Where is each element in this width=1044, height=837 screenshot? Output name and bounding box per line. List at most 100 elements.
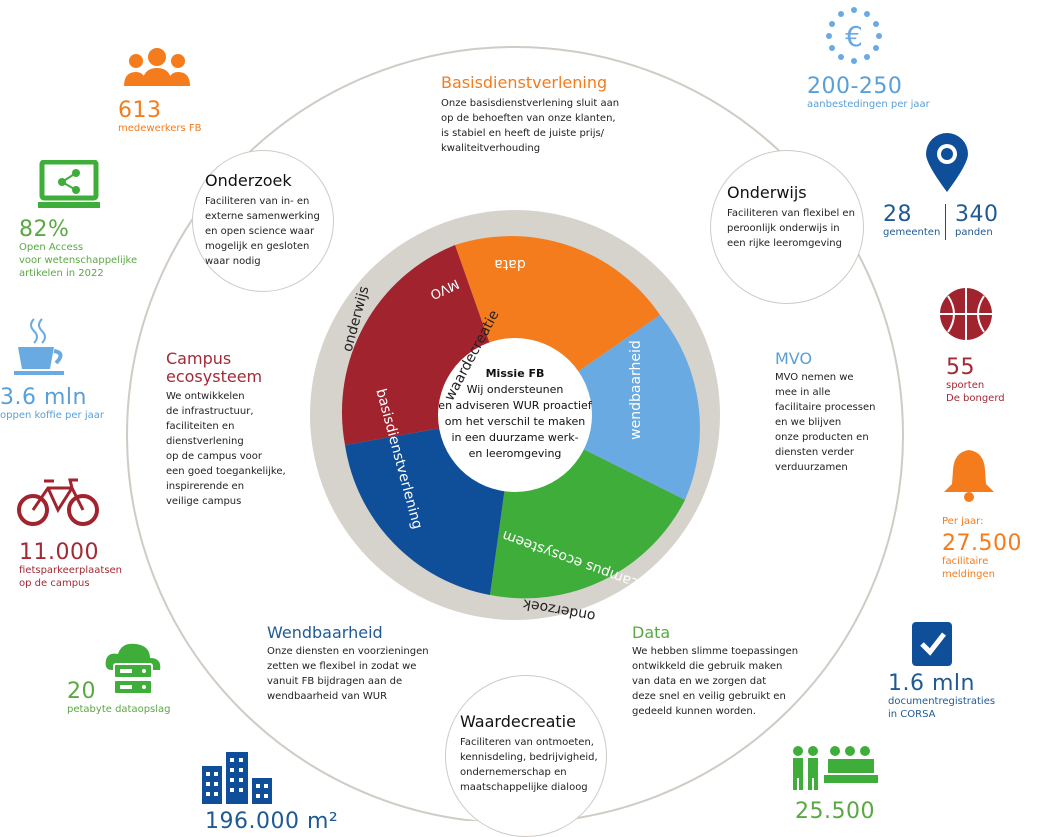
text-line: veilige campus — [166, 495, 242, 507]
wendbaarheid-title: Wendbaarheid — [267, 623, 383, 642]
text-line: en we blijven — [775, 417, 842, 429]
mission-line: in een duurzame werk- — [451, 430, 579, 444]
text-line: een rijke leeromgeving — [727, 238, 842, 249]
text-line: facilitaire processen — [775, 402, 876, 414]
documents-label: in CORSA — [888, 709, 936, 721]
text-line: diensten verder — [775, 447, 855, 459]
section-campus: Campus ecosysteem We ontwikkelen de infr… — [166, 349, 286, 509]
text-line: de infrastructuur, — [166, 405, 254, 417]
stat-documents: 1.6 mln documentregistraties in CORSA — [888, 672, 995, 721]
mission-title: Missie FB — [485, 367, 545, 380]
text-line: waar nodig — [205, 256, 261, 267]
text-line: Onze diensten en voorzieningen — [267, 646, 429, 658]
people-value: 25.500 — [795, 799, 875, 824]
text-line: deze snel en veilig gebruikt en — [632, 691, 786, 703]
onderzoek-body: Faciliteren van in- en externe samenwerk… — [205, 194, 333, 269]
text-line: Onze basisdienstverlening sluit aan — [441, 98, 620, 110]
stat-sports: 55 sporten De bongerd — [946, 356, 1005, 405]
premises-value: 340 — [955, 202, 999, 227]
text-line: ondernemerschap en — [460, 767, 567, 778]
text-line: inspirerende en — [166, 480, 245, 492]
campus-title-1: Campus — [166, 349, 232, 368]
basketball-icon — [940, 288, 992, 340]
section-data: Data We hebben slimme toepassingen ontwi… — [632, 623, 798, 719]
mvo-title: MVO — [775, 349, 813, 368]
coffee-cup-icon — [14, 318, 64, 375]
text-line: We hebben slimme toepassingen — [632, 646, 799, 658]
bicycle-icon — [17, 478, 99, 526]
bell-icon — [944, 450, 994, 502]
stat-data-storage: 20 petabyte dataopslag — [67, 680, 171, 716]
text-line: We ontwikkelen — [166, 390, 245, 402]
municipalities-value: 28 — [883, 202, 912, 227]
bike-label: op de campus — [19, 578, 90, 590]
stat-buildings: 196.000 m² — [205, 810, 338, 833]
text-line: Faciliteren van in- en — [205, 196, 310, 207]
section-wendbaarheid: Wendbaarheid Onze diensten en voorzienin… — [267, 623, 429, 704]
reports-value: 27.500 — [942, 531, 1022, 556]
open-access-label: artikelen in 2022 — [19, 268, 104, 280]
data-storage-label: petabyte dataopslag — [67, 704, 171, 716]
text-line: maatschappelijke dialoog — [460, 782, 588, 793]
bike-value: 11.000 — [19, 540, 99, 565]
text-line: een goed toegankelijke, — [166, 465, 286, 477]
stat-bike: 11.000 fietsparkeerplaatsen op de campus — [19, 541, 122, 590]
cloud-server-icon — [105, 643, 161, 695]
onderzoek-title: Onderzoek — [205, 171, 292, 190]
text-line: faciliteiten en — [166, 420, 235, 432]
section-mvo: MVO MVO nemen we mee in alle facilitaire… — [775, 349, 875, 475]
text-line: gedeeld kunnen worden. — [632, 706, 756, 718]
text-line: is stabiel en heeft de juiste prijs/ — [441, 128, 605, 140]
text-line: van data en we zorgen dat — [632, 676, 767, 688]
section-basis: Basisdienstverlening Onze basisdienstver… — [441, 73, 619, 156]
text-line: zetten we flexibel in zodat we — [267, 661, 417, 673]
mission-line: en adviseren WUR proactief — [438, 398, 592, 412]
data-body: We hebben slimme toepassingen ontwikkeld… — [632, 644, 798, 719]
data-title: Data — [632, 623, 671, 642]
coffee-label: oppen koffie per jaar — [0, 410, 104, 422]
text-line: op de behoeften van onze klanten, — [441, 113, 616, 125]
mission-text: Missie FB Wij ondersteunen en adviseren … — [435, 366, 595, 462]
basis-body: Onze basisdienstverlening sluit aan op d… — [441, 96, 619, 156]
bubble-onderzoek: Onderzoek Faciliteren van in- en externe… — [192, 150, 334, 292]
waardecreatie-body: Faciliteren van ontmoeten, kennisdeling,… — [460, 735, 606, 795]
sports-label: sporten — [946, 380, 985, 392]
text-line: MVO nemen we — [775, 372, 854, 384]
onderwijs-body: Faciliteren van flexibel en peroonlijk o… — [727, 206, 863, 251]
open-access-value: 82% — [19, 217, 70, 242]
audience-icon — [793, 746, 878, 790]
mvo-body: MVO nemen we mee in alle facilitaire pro… — [775, 370, 875, 475]
basis-title: Basisdienstverlening — [441, 73, 608, 92]
text-line: verduurzamen — [775, 462, 848, 474]
segment-wendbaarheid — [515, 315, 700, 500]
stat-coffee: 3.6 mln oppen koffie per jaar — [0, 386, 104, 422]
mission-wheel: data wendbaarheid campus ecosysteem basi… — [310, 210, 720, 624]
tenders-label: aanbestedingen per jaar — [807, 99, 930, 111]
stat-open-access: 82% Open Access voor wetenschappelijke a… — [19, 218, 137, 280]
text-line: peroonlijk onderwijs in — [727, 223, 840, 234]
text-line: wendbaarheid van WUR — [267, 691, 388, 703]
laptop-share-icon — [38, 160, 100, 208]
campus-body: We ontwikkelen de infrastructuur, facili… — [166, 389, 286, 509]
mission-center — [438, 338, 592, 492]
coffee-value: 3.6 mln — [0, 385, 87, 410]
seg-label-wendbaarheid: wendbaarheid — [628, 340, 644, 440]
campus-title-2: ecosysteem — [166, 367, 263, 387]
document-check-icon — [912, 622, 952, 666]
staff-value: 613 — [118, 98, 162, 123]
text-line: onze producten en — [775, 432, 869, 444]
people-icon — [124, 48, 190, 86]
text-line: op de campus voor — [166, 450, 263, 462]
data-storage-value: 20 — [67, 679, 96, 704]
stat-premises: 340 panden — [955, 203, 999, 239]
text-line: ontwikkeld die gebruik maken — [632, 661, 783, 673]
stat-people: 25.500 — [795, 800, 875, 823]
buildings-icon — [202, 752, 272, 804]
waardecreatie-title: Waardecreatie — [460, 712, 576, 731]
sports-value: 55 — [946, 355, 975, 380]
staff-label: medewerkers FB — [118, 123, 202, 135]
reports-prefix: Per jaar: — [942, 516, 984, 527]
text-line: dienstverlening — [166, 435, 244, 447]
municipalities-label: gemeenten — [883, 227, 941, 239]
